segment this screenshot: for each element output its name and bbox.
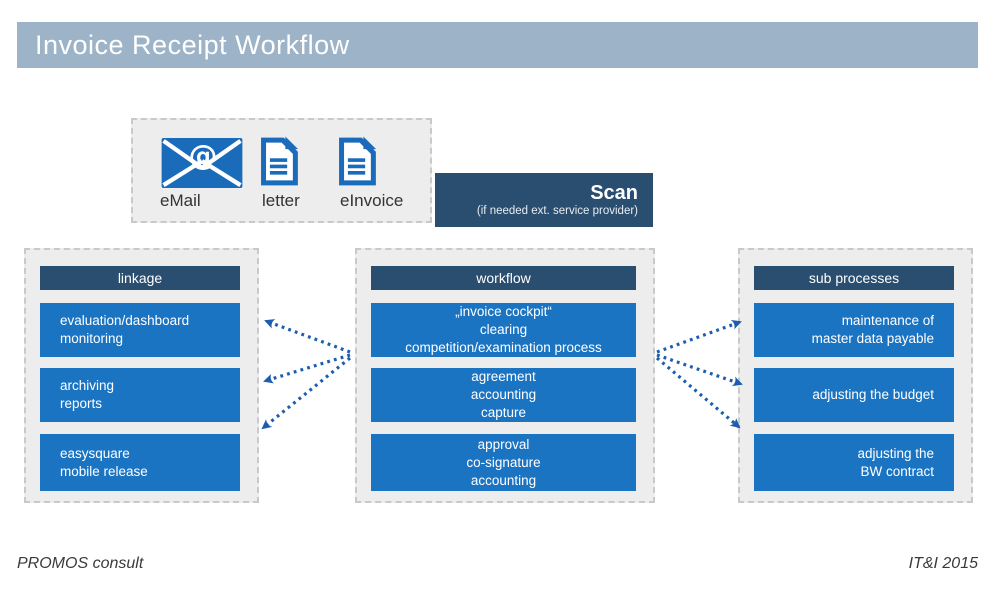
panel-linkage: linkage evaluation/dashboard monitoring … — [24, 248, 259, 503]
scan-subtitle: (if needed ext. service provider) — [476, 205, 638, 217]
panel-workflow: workflow „invoice cockpit“ clearing comp… — [355, 248, 655, 503]
box-easysquare-mobile-release: easysquare mobile release — [40, 434, 240, 491]
footer-left: PROMOS consult — [17, 555, 144, 572]
arrow-workflow-to-subprocess-3 — [655, 356, 741, 429]
scan-title: Scan — [590, 182, 638, 204]
box-agreement-accounting-capture: agreement accounting capture — [371, 368, 636, 422]
panel-header-linkage: linkage — [40, 266, 240, 290]
box-archiving-reports: archiving reports — [40, 368, 240, 422]
arrow-workflow-to-subprocess-2 — [656, 353, 743, 387]
footer-right: IT&I 2015 — [908, 555, 978, 572]
box-adjusting-bw-contract: adjusting the BW contract — [754, 434, 954, 491]
arrow-workflow-to-subprocess-1 — [656, 320, 742, 354]
box-invoice-cockpit: „invoice cockpit“ clearing competition/e… — [371, 303, 636, 357]
scan-box: Scan (if needed ext. service provider) — [435, 173, 653, 227]
panel-sub-processes: sub processes maintenance of master data… — [738, 248, 973, 503]
title-bar: Invoice Receipt Workflow — [17, 22, 978, 68]
email-label: eMail — [160, 191, 201, 210]
panel-header-workflow: workflow — [371, 266, 636, 290]
box-maintenance-master-data: maintenance of master data payable — [754, 303, 954, 357]
panel-header-sub-processes: sub processes — [754, 266, 954, 290]
arrow-workflow-to-linkage-2 — [263, 353, 351, 384]
letter-label: letter — [262, 191, 300, 210]
footer: PROMOS consult IT&I 2015 — [17, 555, 978, 573]
email-icon: @ — [161, 138, 243, 193]
box-evaluation-dashboard-monitoring: evaluation/dashboard monitoring — [40, 303, 240, 357]
page-title: Invoice Receipt Workflow — [35, 29, 350, 60]
letter-icon — [259, 134, 299, 193]
input-channels-panel: @ eMail letter eInvoice — [131, 118, 432, 223]
einvoice-label: eInvoice — [340, 191, 404, 210]
arrow-workflow-to-linkage-3 — [261, 356, 352, 430]
arrow-workflow-to-linkage-1 — [264, 319, 351, 354]
svg-text:@: @ — [189, 138, 218, 172]
box-approval-cosignature-accounting: approval co-signature accounting — [371, 434, 636, 491]
einvoice-icon — [337, 134, 377, 193]
box-adjusting-budget: adjusting the budget — [754, 368, 954, 422]
